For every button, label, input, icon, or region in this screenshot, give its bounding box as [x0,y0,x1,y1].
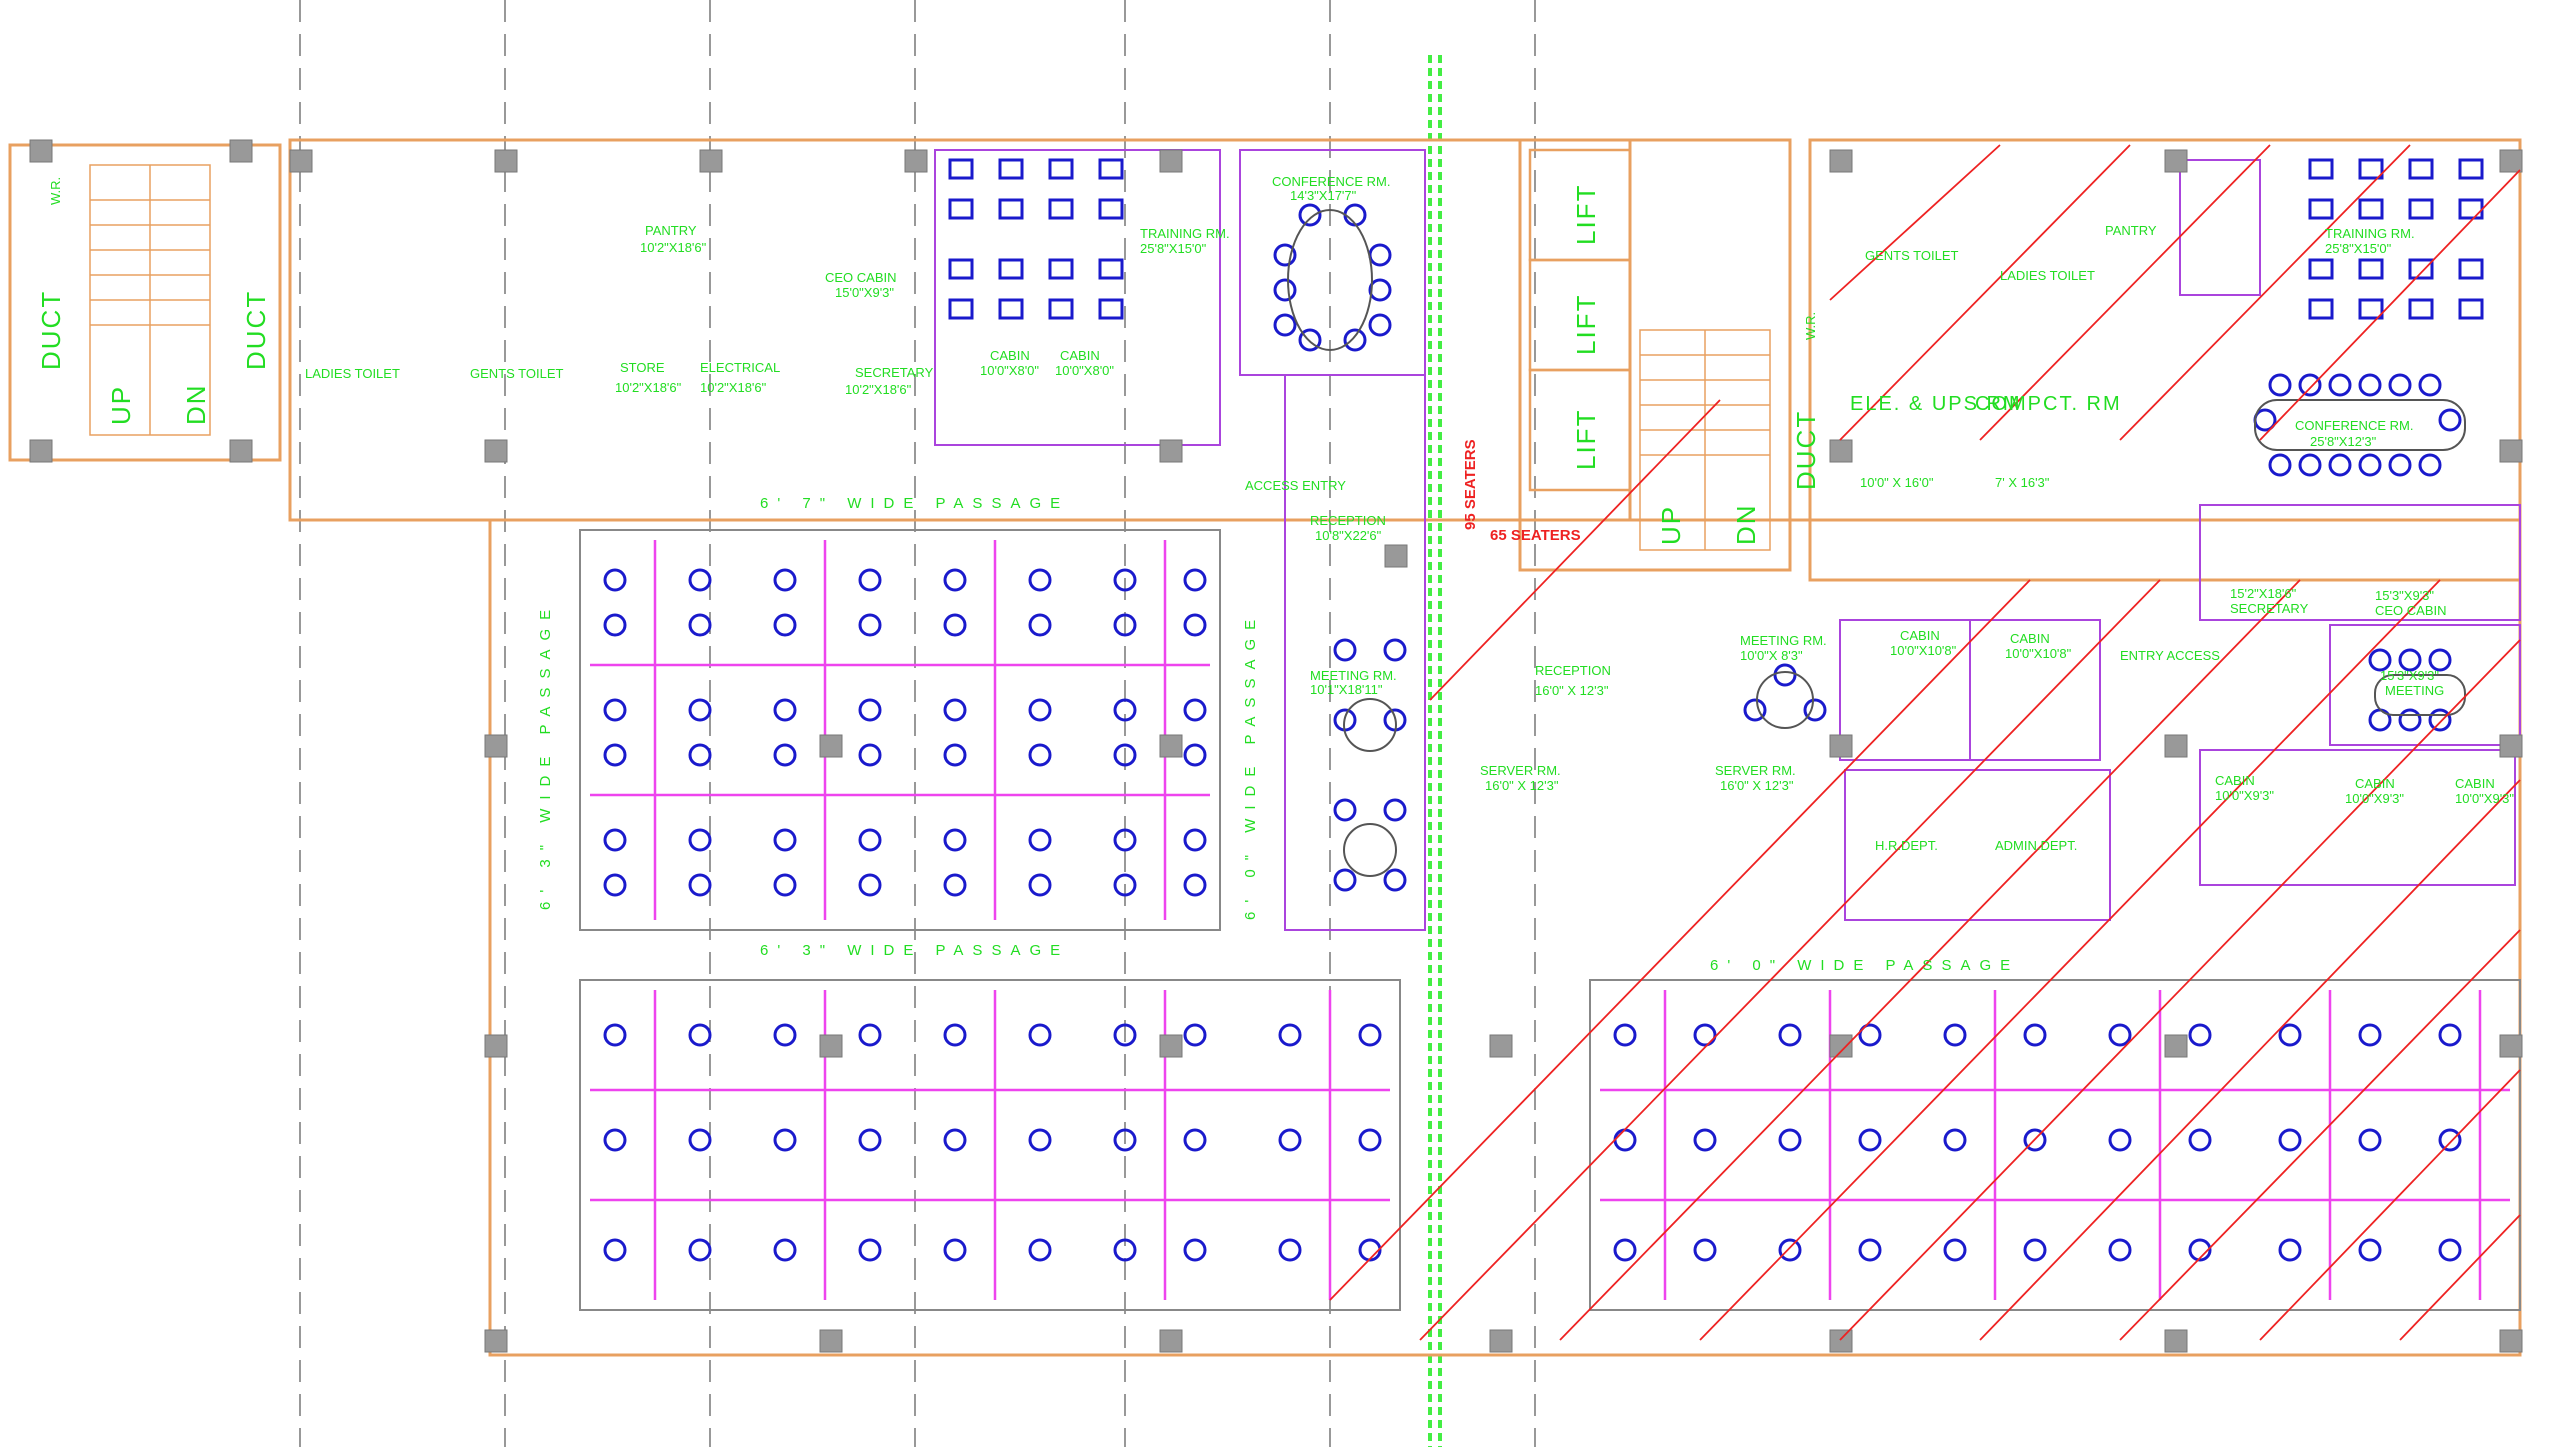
server-right-label: SERVER RM. [1715,763,1796,778]
up-label-right: UP [1656,505,1686,545]
pantry-left-label: PANTRY [645,223,697,238]
cabin-l2-label: CABIN [1060,348,1100,363]
reception-right-label: RECEPTION [1535,663,1611,678]
secretary-right-label: SECRETARY [2230,601,2309,616]
cabin-r3-dim: 10'0"X9'3" [2215,788,2274,803]
ladies-toilet-left-label: LADIES TOILET [305,366,400,381]
conference-right-dim: 25'8"X12'3" [2310,434,2377,449]
passage-mid-right-label: 6' 0" WIDE PASSAGE [1710,957,2019,974]
entry-access-label: ENTRY ACCESS [2120,648,2220,663]
electrical-label: ELECTRICAL [700,360,780,375]
lift-label-2: LIFT [1571,294,1601,355]
meeting-right2-label: MEETING [2385,683,2444,698]
wr-label-right: W.R. [1803,312,1818,340]
lift-label-3: LIFT [1571,409,1601,470]
server-left-dim: 16'0" X 12'3" [1485,778,1559,793]
meeting-right2-dim: 15'3"X9'3" [2380,668,2439,683]
reception-left-label: RECEPTION [1310,513,1386,528]
server-right-dim: 16'0" X 12'3" [1720,778,1794,793]
meeting-right-dim: 10'0"X 8'3" [1740,648,1803,663]
pantry-left-dim: 10'2"X18'6" [640,240,707,255]
compct-dim: 7' X 16'3" [1995,475,2050,490]
cabin-r4-label: CABIN [2355,776,2395,791]
store-label: STORE [620,360,665,375]
passage-vertical-mid-label: 6' 0" WIDE PASSAGE [1242,611,1259,920]
cabin-r1-dim: 10'0"X10'8" [1890,643,1957,658]
hr-dept-label: H.R.DEPT. [1875,838,1938,853]
cabin-l1-label: CABIN [990,348,1030,363]
meeting-right-label: MEETING RM. [1740,633,1827,648]
compct-label: COMPCT. RM [1975,393,2122,415]
section-cut-line [1428,55,1442,1447]
cabin-l1-dim: 10'0"X8'0" [980,363,1039,378]
cabin-partitions [934,149,2521,931]
duct-label-left-2: DUCT [241,290,271,370]
ceo-cabin-right-label: CEO CABIN [2375,603,2447,618]
cabin-r2-dim: 10'0"X10'8" [2005,646,2072,661]
cabin-r1-label: CABIN [1900,628,1940,643]
gents-toilet-left-label: GENTS TOILET [470,366,563,381]
outer-walls [8,138,2522,1357]
wr-label-left: W.R. [48,177,63,205]
training-right-dim: 25'8"X15'0" [2325,241,2392,256]
conference-left-label: CONFERENCE RM. [1272,174,1390,189]
meeting-left-label: MEETING RM. [1310,668,1397,683]
meeting-left-dim: 10'1"X18'11" [1310,682,1383,697]
dn-label-right: DN [1731,503,1761,545]
store-dim: 10'2"X18'6" [615,380,682,395]
workstation-clusters [579,529,2521,1311]
server-left-label: SERVER RM. [1480,763,1561,778]
ceo-cabin-left-label: CEO CABIN [825,270,897,285]
reception-right-dim: 16'0" X 12'3" [1535,683,1609,698]
ele-ups-dim: 10'0" X 16'0" [1860,475,1934,490]
electrical-dim: 10'2"X18'6" [700,380,767,395]
cabin-r5-label: CABIN [2455,776,2495,791]
secretary-left-label: SECRETARY [855,365,934,380]
ceo-cabin-left-dim: 15'0"X9'3" [835,285,894,300]
lift-label-1: LIFT [1571,184,1601,245]
round-tables [1287,209,2466,877]
training-left-dim: 25'8"X15'0" [1140,241,1207,256]
passage-top-label: 6' 7" WIDE PASSAGE [760,495,1069,512]
ele-ups-label: ELE. & UPS RM [1850,393,2022,415]
staircases [89,164,1771,551]
dn-label-left: DN [181,383,211,425]
seaters-65-label: 65 SEATERS [1490,527,1581,544]
training-right-label: TRAINING RM. [2325,226,2415,241]
pantry-right-label: PANTRY [2105,223,2157,238]
secretary-left-dim: 10'2"X18'6" [845,382,912,397]
grid-lines [299,0,1536,1447]
workstation-chairs [603,158,2484,1262]
cabin-r4-dim: 10'0"X9'3" [2345,791,2404,806]
gents-toilet-right-label: GENTS TOILET [1865,248,1958,263]
hatch-lines [1329,144,2521,1341]
secretary-right-dim: 15'2"X18'6" [2230,586,2297,601]
lift-shafts [1528,148,1632,492]
duct-label-left-1: DUCT [36,290,66,370]
access-entry-label: ACCESS ENTRY [1245,478,1346,493]
admin-dept-label: ADMIN.DEPT. [1995,838,2077,853]
up-label-left: UP [106,385,136,425]
seaters-95-label: 95 SEATERS [1462,439,1479,530]
ladies-toilet-right-label: LADIES TOILET [2000,268,2095,283]
cabin-r3-label: CABIN [2215,773,2255,788]
cabin-l2-dim: 10'0"X8'0" [1055,363,1114,378]
duct-label-right: DUCT [1791,410,1821,490]
conference-left-dim: 14'3"X17'7" [1290,188,1357,203]
passage-vertical-left-label: 6' 3" WIDE PASSAGE [537,601,554,910]
cabin-r2-label: CABIN [2010,631,2050,646]
room-labels: DUCT DUCT W.R. UP DN LADIES TOILET GENTS… [36,174,2514,974]
conference-right-label: CONFERENCE RM. [2295,418,2413,433]
cabin-r5-dim: 10'0"X9'3" [2455,791,2514,806]
reception-left-dim: 10'8"X22'6" [1315,528,1382,543]
training-left-label: TRAINING RM. [1140,226,1230,241]
ceo-cabin-right-dim: 15'3"X9'3" [2375,588,2434,603]
passage-mid-left-label: 6' 3" WIDE PASSAGE [760,942,1069,959]
structural-columns [29,139,2523,1353]
